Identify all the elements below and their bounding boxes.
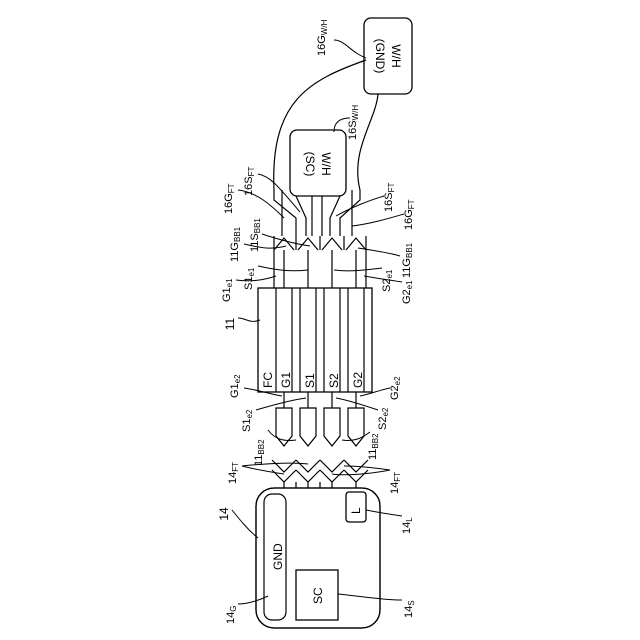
label-14: 14 bbox=[217, 507, 231, 521]
label-s1-e1: S1e1 bbox=[243, 267, 256, 290]
gnd-cable-right bbox=[358, 94, 378, 190]
label-11s-bb1: 11SBB1 bbox=[249, 218, 262, 252]
label-11g-bb1-right: 11GBB1 bbox=[401, 242, 414, 278]
label-11g-bb1: 11GBB1 bbox=[229, 226, 242, 262]
label-g1-e2: G1e2 bbox=[229, 374, 242, 398]
wh-sc-label-line1: W/H bbox=[319, 152, 333, 175]
label-g1: G1 bbox=[279, 372, 293, 388]
label-16s-wh: 16SW/H bbox=[347, 105, 360, 140]
label-g2-e2: G2e2 bbox=[389, 376, 402, 400]
label-14ft-right: 14FT bbox=[389, 472, 402, 494]
label-11bb2-right: 11BB2 bbox=[367, 433, 380, 460]
label-l: L bbox=[349, 507, 363, 514]
label-14l: 14L bbox=[401, 517, 414, 534]
label-14g: 14G bbox=[225, 606, 238, 624]
label-g2: G2 bbox=[351, 372, 365, 388]
l-box bbox=[346, 492, 366, 522]
label-s1: S1 bbox=[303, 373, 317, 388]
label-g1-e1: G1e1 bbox=[221, 278, 234, 302]
label-11bb2-left: 11BB2 bbox=[253, 439, 266, 466]
label-16g-ft-right: 16GFT bbox=[403, 199, 416, 230]
wh-gnd-label-line1: W/H bbox=[389, 44, 403, 67]
label-11: 11 bbox=[223, 317, 237, 330]
bb2-probes bbox=[276, 392, 364, 446]
label-gnd: GND bbox=[271, 543, 285, 570]
wh-sc-label-line2: (SC) bbox=[303, 152, 317, 177]
label-14ft-left: 14FT bbox=[227, 462, 240, 484]
label-fc: FC bbox=[261, 372, 275, 388]
label-sc: SC bbox=[311, 587, 325, 604]
label-16g-wh: 16GW/H bbox=[316, 19, 329, 56]
leader-16g-wh bbox=[334, 40, 366, 58]
label-16g-ft-top: 16GFT bbox=[223, 183, 236, 214]
wh-gnd-box bbox=[364, 18, 412, 94]
label-g2-e1: G2e1 bbox=[401, 280, 414, 304]
label-14s: 14S bbox=[403, 600, 416, 618]
label-16s-ft-right: 16SFT bbox=[383, 183, 396, 212]
label-s2-e2: S2e2 bbox=[377, 407, 390, 430]
wh-sc-box bbox=[290, 130, 346, 196]
wh-gnd-label-line2: (GND) bbox=[373, 39, 387, 74]
bb1-connectors bbox=[274, 236, 366, 288]
label-s2: S2 bbox=[327, 373, 341, 388]
label-s1-e2: S1e2 bbox=[241, 409, 254, 432]
